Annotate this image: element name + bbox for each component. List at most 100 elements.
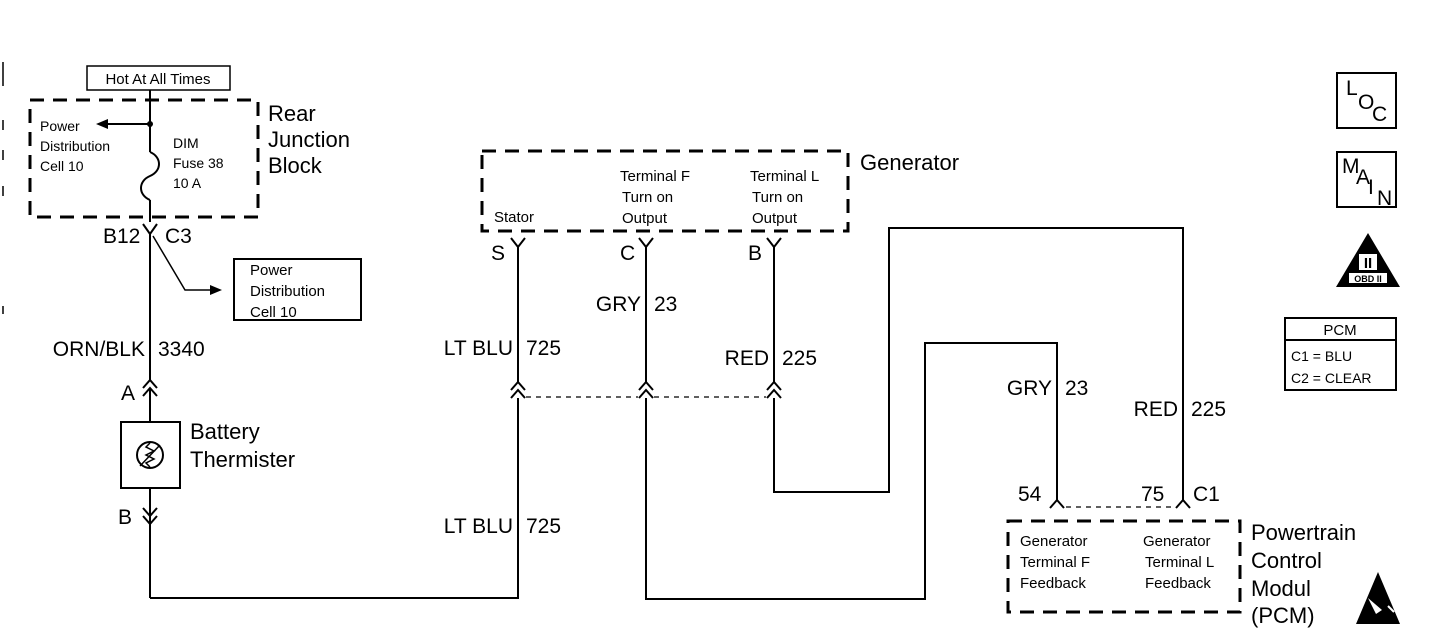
pcm-name-line-1: Powertrain [1251,520,1356,545]
rjb-fuse-line-2: Fuse 38 [173,155,224,171]
pin-54: 54 [1018,483,1042,506]
hot-at-all-times-box: Hot At All Times [86,65,231,91]
pin-b-gen: B [748,242,762,265]
arrow-right-icon [210,285,222,295]
main-badge: M A I N [1336,151,1397,210]
main-letter-m: M [1342,155,1360,178]
pin-c3: C3 [165,225,192,248]
pcm-connector: 54 75 C1 [1018,483,1220,509]
loc-badge: L O C [1336,72,1397,129]
gen-term-f-line-1: Terminal F [620,168,690,185]
generator-pin-b: B [748,237,782,265]
wire-color: GRY [1007,377,1052,400]
rjb-power-line-1: Power [40,118,80,134]
loc-letter-c: C [1372,103,1387,126]
generator-stator: Stator [494,209,534,226]
generator: Generator Stator Terminal F Turn on Outp… [480,149,959,233]
arrow-left-icon [96,119,108,129]
gen-term-l-line-1: Terminal L [750,168,819,185]
gen-term-l-line-2: Turn on [752,189,803,206]
pin-s: S [491,242,505,265]
wire-color: RED [1134,398,1178,421]
wire-circuit: 725 [526,515,561,538]
loc-letter-o: O [1358,91,1374,114]
thermister-pin-b: B [118,488,158,598]
rjb-name-line-3: Block [268,153,323,178]
gen-term-f-line-2: Turn on [622,189,673,206]
rjb-power-line-2: Distribution [40,138,110,154]
pcm-term-f-line-2: Terminal F [1020,554,1090,571]
wire-color: GRY [596,293,641,316]
thermister-pin-a: A [121,378,158,405]
pcm-term-l-line-2: Terminal L [1145,554,1214,571]
connector-c1: C1 [1193,483,1220,506]
wire-label-gry-top: GRY 23 [596,293,678,316]
wire-circuit: 23 [654,293,677,316]
pd-ref-line-1: Power [250,262,293,279]
wire-circuit: 725 [526,337,561,360]
pin-b12: B12 [103,225,140,248]
rjb-name-line-2: Junction [268,127,350,152]
generator-name: Generator [860,150,959,175]
pcm-term-l-line-3: Feedback [1145,575,1211,592]
powertrain-control-module: Generator Terminal F Feedback Generator … [1006,519,1356,628]
pcm-connector-legend: PCM C1 = BLU C2 = CLEAR [1284,317,1397,391]
wire-label-gry-pcm: GRY 23 [1007,377,1089,400]
generator-pin-c: C [620,237,654,265]
rjb-fuse-line-3: 10 A [173,175,202,191]
loc-letter-l: L [1346,77,1358,100]
battery-thermister: Battery Thermister [120,419,295,489]
pcm-term-f-line-1: Generator [1020,533,1088,550]
gen-term-l-line-3: Output [752,210,798,227]
wire-label-red-top: RED 225 [725,347,817,370]
main-letter-a: A [1356,166,1370,189]
connector-b12-c3: B12 C3 [103,223,192,248]
main-letter-n: N [1377,187,1392,210]
obd-ii-badge: II OBD II [1336,233,1400,287]
wire-color: LT BLU [444,515,513,538]
hot-label: Hot At All Times [105,71,210,88]
rear-junction-block: Rear Junction Block Power Distribution C… [28,98,350,222]
pcm-name-line-2: Control [1251,548,1322,573]
wire-circuit: 225 [1191,398,1226,421]
pcm-name-line-4: (PCM) [1251,603,1315,628]
power-distribution-ref-box: Power Distribution Cell 10 [233,258,362,321]
pcm-legend-title: PCM [1323,322,1356,339]
pin-75: 75 [1141,483,1164,506]
generator-pin-s: S [491,237,526,265]
pcm-name-line-3: Modul [1251,576,1311,601]
obd-numeral: II [1364,255,1372,272]
pcm-legend-c2: C2 = CLEAR [1291,370,1372,386]
wire-color: RED [725,347,769,370]
obd-text: OBD II [1354,274,1382,284]
pcm-term-f-line-3: Feedback [1020,575,1086,592]
rjb-fuse-line-1: DIM [173,135,199,151]
pin-c: C [620,242,635,265]
thermister-name-line-1: Battery [190,419,260,444]
pd-ref-line-2: Distribution [250,283,325,300]
wire-circuit: 225 [782,347,817,370]
wire-circuit: 3340 [158,338,205,361]
wire-color: ORN/BLK [53,338,145,361]
pcm-legend-c1: C1 = BLU [1291,348,1352,364]
pin-a: A [121,382,135,405]
pin-b: B [118,506,132,529]
pcm-term-l-line-1: Generator [1143,533,1211,550]
main-letter-i: I [1368,176,1374,199]
esd-warning-icon [1356,572,1400,624]
rjb-name-line-1: Rear [268,101,316,126]
rjb-power-line-3: Cell 10 [40,158,84,174]
wire-circuit: 23 [1065,377,1088,400]
wire-label-lt-blu-top: LT BLU 725 [444,337,561,360]
wire-label-red-pcm: RED 225 [1134,398,1226,421]
wire-label-orn-blk: ORN/BLK 3340 [53,338,205,361]
gen-term-f-line-3: Output [622,210,668,227]
wire-label-lt-blu-bottom: LT BLU 725 [444,515,561,538]
pd-ref-line-3: Cell 10 [250,304,297,321]
thermistor-icon [136,441,164,469]
wire-color: LT BLU [444,337,513,360]
thermister-name-line-2: Thermister [190,447,295,472]
fuse-icon [140,151,160,201]
inline-connector [510,380,782,399]
